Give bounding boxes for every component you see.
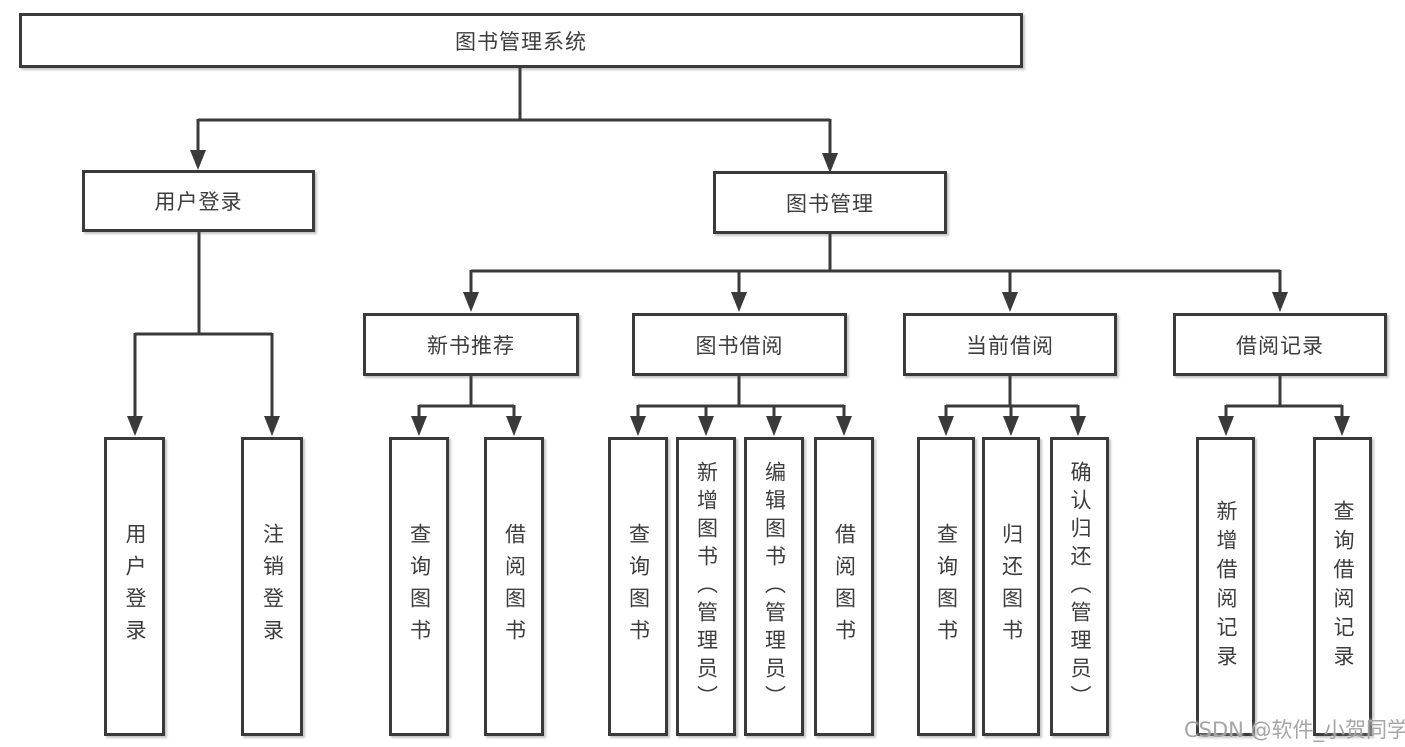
arrowhead	[463, 292, 479, 312]
leaf-borrow-books-label: 借阅图书	[832, 522, 857, 651]
leaf-borrow-books-recommend: 借阅图书	[484, 437, 544, 736]
leaf-query-books-current: 查询图书	[917, 437, 975, 736]
leaf-query-borrow-record-label: 查询借阅记录	[1331, 499, 1355, 674]
leaf-return-books-label: 归还图书	[999, 522, 1024, 651]
arrowhead	[190, 150, 206, 170]
node-book-management: 图书管理	[713, 171, 947, 234]
arrowhead	[822, 153, 838, 173]
arrowhead	[698, 416, 714, 436]
leaf-borrow-books: 借阅图书	[814, 437, 874, 736]
leaf-edit-book-admin-label: 编辑图书（管理员）	[762, 460, 787, 713]
node-user-login: 用户登录	[82, 170, 315, 232]
arrowhead	[731, 292, 747, 312]
leaf-user-login-label: 用户登录	[123, 522, 147, 651]
leaf-logout-label: 注销登录	[260, 522, 285, 651]
leaf-add-book-admin: 新增图书（管理员）	[676, 437, 736, 736]
leaf-add-borrow-record: 新增借阅记录	[1196, 437, 1255, 736]
watermark: CSDN @软件_小贺同学	[1184, 718, 1405, 742]
arrowhead	[1272, 292, 1288, 312]
leaf-confirm-return-admin-label: 确认归还（管理员）	[1068, 460, 1092, 713]
arrowhead	[1002, 292, 1018, 312]
node-book-borrow: 图书借阅	[632, 313, 847, 376]
leaf-query-books-current-label: 查询图书	[934, 522, 959, 651]
leaf-user-login: 用户登录	[104, 437, 165, 736]
arrowhead	[1334, 416, 1350, 436]
arrowhead	[1218, 416, 1234, 436]
node-root: 图书管理系统	[19, 13, 1023, 68]
node-new-book-recommend: 新书推荐	[363, 313, 579, 376]
node-user-login-label: 用户登录	[154, 190, 243, 214]
arrowhead	[836, 416, 852, 436]
leaf-query-books-recommend: 查询图书	[389, 437, 449, 736]
leaf-add-borrow-record-label: 新增借阅记录	[1214, 499, 1238, 674]
arrowhead	[1003, 416, 1019, 436]
node-book-management-label: 图书管理	[786, 191, 874, 216]
leaf-query-books-borrow: 查询图书	[608, 437, 668, 736]
leaf-edit-book-admin: 编辑图书（管理员）	[744, 437, 804, 736]
arrowhead	[411, 416, 427, 436]
arrowhead	[506, 416, 522, 436]
node-root-label: 图书管理系统	[455, 29, 587, 54]
leaf-logout: 注销登录	[241, 437, 303, 736]
arrowhead	[127, 416, 143, 436]
leaf-confirm-return-admin: 确认归还（管理员）	[1050, 437, 1109, 736]
leaf-query-books-borrow-label: 查询图书	[626, 522, 651, 651]
arrowhead	[264, 416, 280, 436]
flow-lines	[133, 68, 1344, 418]
node-book-borrow-label: 图书借阅	[695, 333, 784, 358]
leaf-query-books-recommend-label: 查询图书	[407, 522, 432, 651]
node-current-borrow: 当前借阅	[903, 313, 1117, 376]
node-borrow-records: 借阅记录	[1173, 313, 1387, 376]
arrowheads	[127, 150, 1350, 436]
node-new-book-recommend-label: 新书推荐	[427, 333, 515, 358]
node-borrow-records-label: 借阅记录	[1236, 333, 1324, 358]
leaf-return-books: 归还图书	[982, 437, 1040, 736]
arrowhead	[766, 416, 782, 436]
node-current-borrow-label: 当前借阅	[966, 333, 1054, 358]
leaf-add-book-admin-label: 新增图书（管理员）	[694, 460, 719, 713]
leaf-query-borrow-record: 查询借阅记录	[1313, 437, 1372, 736]
arrowhead	[938, 416, 954, 436]
leaf-borrow-books-recommend-label: 借阅图书	[502, 522, 527, 651]
arrowhead	[1070, 416, 1086, 436]
arrowhead	[630, 416, 646, 436]
